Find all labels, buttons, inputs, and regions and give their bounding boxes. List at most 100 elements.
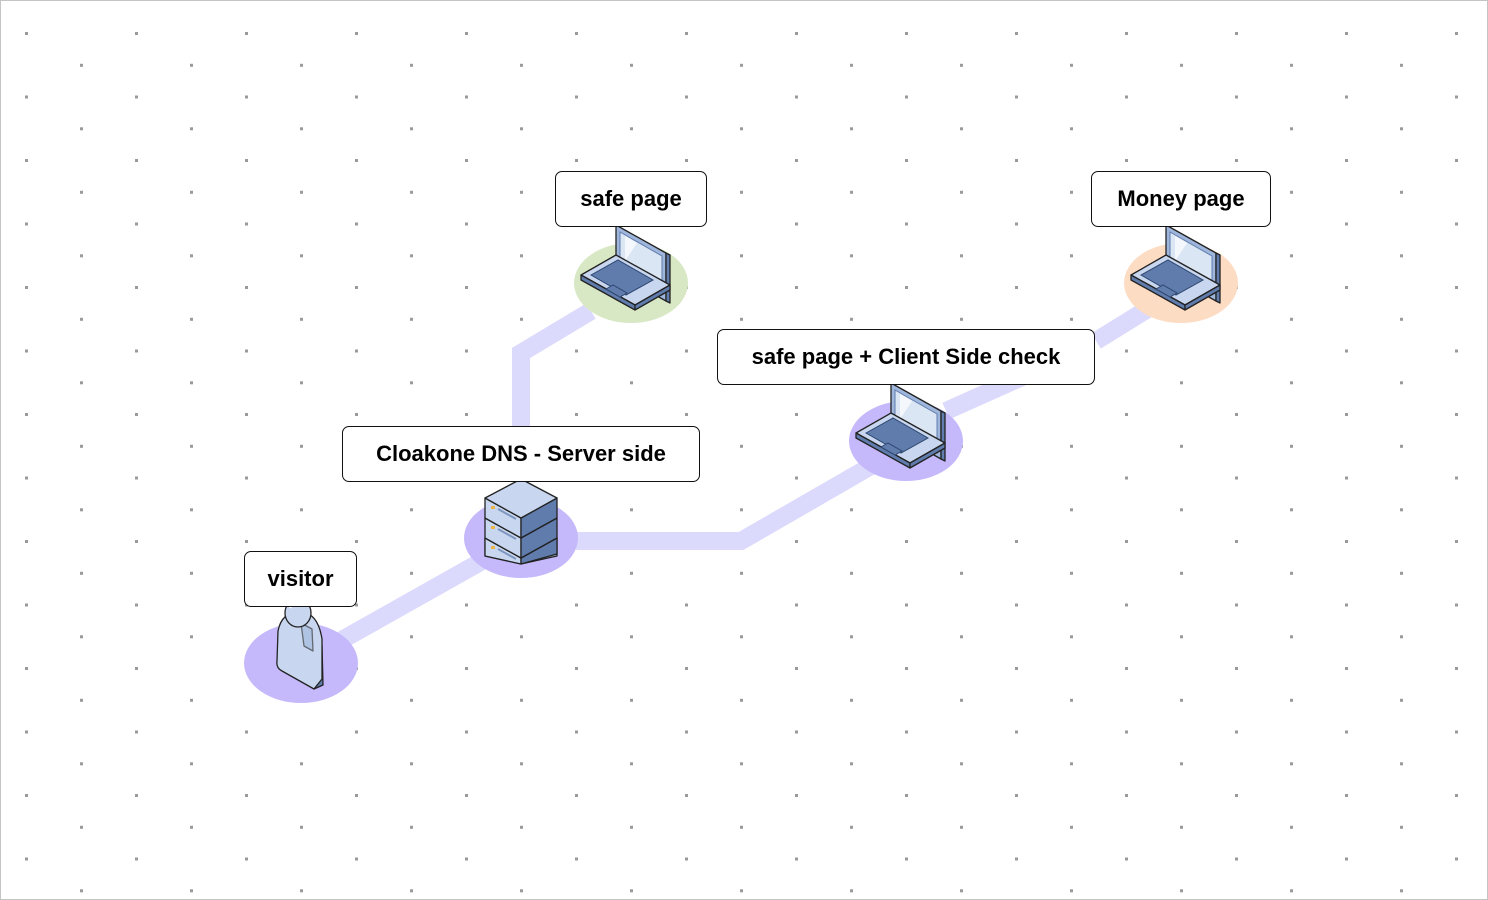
grid-dot <box>575 857 578 861</box>
grid-dot <box>630 635 633 639</box>
grid-dot <box>1345 413 1348 416</box>
grid-dot <box>25 540 28 543</box>
grid-dot <box>1015 32 1018 35</box>
grid-dot <box>850 825 853 829</box>
visitor-node[interactable] <box>244 598 358 703</box>
cloakone-dns-label[interactable]: Cloakone DNS - Server side <box>342 426 700 482</box>
grid-dot <box>25 794 28 797</box>
grid-dot <box>245 95 248 99</box>
grid-dot <box>80 762 83 766</box>
grid-dot <box>245 222 248 226</box>
grid-dot <box>355 603 358 607</box>
grid-dot <box>1235 476 1238 480</box>
grid-dot <box>135 603 138 607</box>
grid-dot <box>1015 857 1018 861</box>
grid-dot <box>190 63 193 67</box>
grid-dot <box>850 317 853 321</box>
grid-dot <box>850 635 853 639</box>
grid-dot <box>1125 95 1128 99</box>
grid-dot <box>300 63 303 67</box>
grid-dot <box>1455 540 1458 543</box>
grid-dot <box>465 794 468 797</box>
cloakone-dns-node[interactable] <box>464 478 578 578</box>
grid-dot <box>1290 444 1293 448</box>
grid-dot <box>1125 349 1128 353</box>
grid-dot <box>795 667 798 670</box>
grid-dot <box>135 95 138 99</box>
grid-dot <box>685 413 688 416</box>
client-check-label[interactable]: safe page + Client Side check <box>717 329 1095 385</box>
safe-page-node[interactable] <box>574 224 688 323</box>
grid-dot <box>1180 762 1183 766</box>
grid-dot <box>465 222 468 226</box>
grid-dot <box>1015 730 1018 734</box>
money-page-node[interactable] <box>1124 224 1238 323</box>
connector-dns-to-client-check[interactable] <box>576 458 876 550</box>
grid-dot <box>1345 159 1348 162</box>
grid-dot <box>685 667 688 670</box>
visitor-label[interactable]: visitor <box>244 551 357 607</box>
grid-dot <box>80 508 83 512</box>
grid-dot <box>685 32 688 35</box>
grid-dot <box>1345 603 1348 607</box>
grid-dot <box>1345 222 1348 226</box>
grid-dot <box>520 127 523 131</box>
grid-dot <box>1345 794 1348 797</box>
grid-dot <box>300 381 303 385</box>
grid-dot <box>355 540 358 543</box>
grid-dot <box>1345 286 1348 289</box>
grid-dot <box>190 127 193 131</box>
grid-dot <box>135 32 138 35</box>
grid-dot <box>520 63 523 67</box>
grid-dot <box>1235 730 1238 734</box>
grid-dot <box>190 762 193 766</box>
grid-dot <box>575 32 578 35</box>
grid-dot <box>1125 540 1128 543</box>
grid-dot <box>190 571 193 575</box>
grid-dot <box>1015 413 1018 416</box>
grid-dot <box>740 762 743 766</box>
grid-dot <box>795 32 798 35</box>
grid-dot <box>1235 540 1238 543</box>
grid-dot <box>465 159 468 162</box>
grid-dot <box>795 794 798 797</box>
grid-dot <box>795 476 798 480</box>
grid-dot <box>740 825 743 829</box>
grid-dot <box>1290 635 1293 639</box>
grid-dot <box>1400 889 1403 893</box>
grid-dot <box>1400 508 1403 512</box>
grid-dot <box>190 381 193 385</box>
grid-dot <box>1455 222 1458 226</box>
grid-dot <box>1180 444 1183 448</box>
grid-dot <box>245 413 248 416</box>
grid-dot <box>685 603 688 607</box>
client-check-node[interactable] <box>849 382 963 481</box>
grid-dot <box>25 476 28 480</box>
grid-dot <box>1015 667 1018 670</box>
money-page-label[interactable]: Money page <box>1091 171 1271 227</box>
grid-dot <box>1290 381 1293 385</box>
grid-dot <box>905 286 908 289</box>
grid-dot <box>1125 667 1128 670</box>
grid-dot <box>520 635 523 639</box>
grid-dot <box>1180 635 1183 639</box>
grid-dot <box>1455 794 1458 797</box>
grid-dot <box>850 63 853 67</box>
safe-page-label[interactable]: safe page <box>555 171 707 227</box>
connector-to-money-page[interactable] <box>1091 299 1156 349</box>
grid-dot <box>190 317 193 321</box>
grid-dot <box>1235 32 1238 35</box>
grid-dot <box>410 825 413 829</box>
grid-dot <box>190 508 193 512</box>
grid-dot <box>1345 95 1348 99</box>
grid-dot <box>1180 381 1183 385</box>
connector-dns-to-safe-page[interactable] <box>512 303 596 431</box>
grid-dot <box>1070 190 1073 194</box>
grid-dot <box>300 889 303 893</box>
grid-dot <box>1290 889 1293 893</box>
grid-dot <box>1180 508 1183 512</box>
grid-dot <box>1180 889 1183 893</box>
grid-dot <box>795 730 798 734</box>
grid-dot <box>960 825 963 829</box>
grid-dot <box>740 889 743 893</box>
